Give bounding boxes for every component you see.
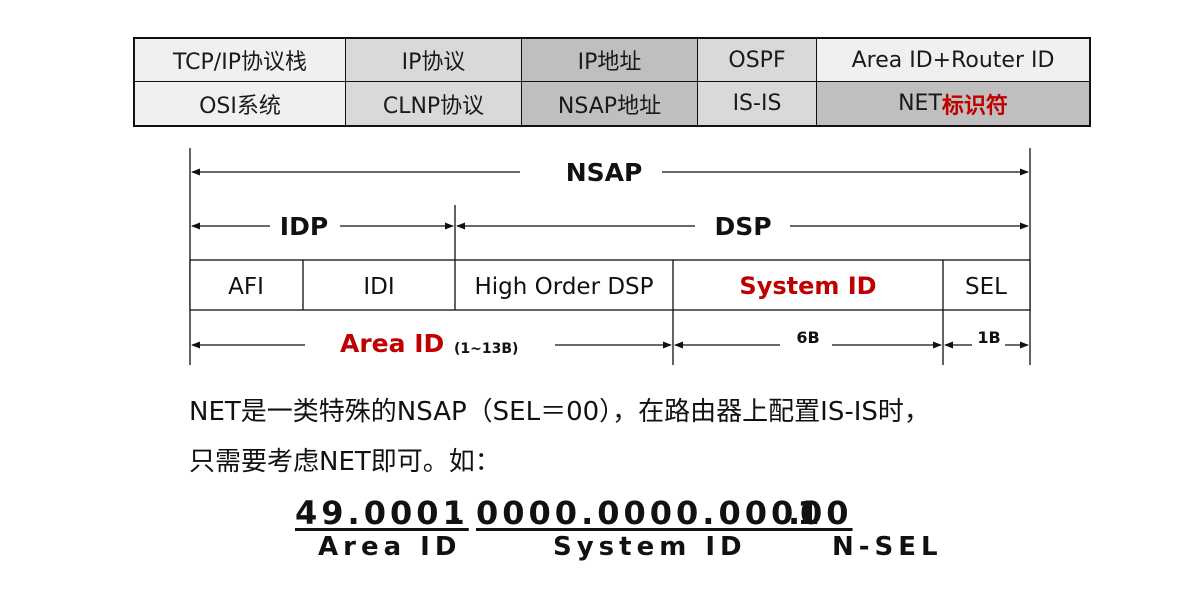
net-separator: . [450,494,463,532]
table-cell: IP协议 [346,39,522,82]
field-sel: SEL [965,274,1007,300]
field-boxes: AFI IDI High Order DSP System ID SEL [189,259,1031,311]
net-area-value: 49.0001 [295,494,469,532]
area-id-caption: Area ID [318,532,462,562]
net-suffix: 标识符 [941,93,1008,119]
net-sel-value: 00 [800,494,853,532]
nsap-span-arrow: NSAP [191,158,1029,187]
area-id-size: (1~13B) [454,341,518,357]
table-cell: NSAP地址 [522,82,698,125]
net-system-value: 0000.0000.0001 [476,494,824,532]
system-id-caption: System ID [553,532,747,562]
field-afi: AFI [228,274,264,300]
system-id-size: 6B [796,328,819,347]
field-high-order-dsp: High Order DSP [474,274,653,300]
table-cell: IS-IS [698,82,817,125]
sel-size: 1B [977,328,1000,347]
table-cell: Area ID+Router ID [817,39,1089,82]
description-line-1: NET是一类特殊的NSAP（SEL＝00），在路由器上配置IS-IS时， [189,397,930,427]
table-cell: OSI系统 [135,82,346,125]
table-cell: TCP/IP协议栈 [135,39,346,82]
system-id-span-arrow: 6B [674,328,942,349]
idp-span-arrow: IDP [191,212,454,241]
area-id-span-arrow: Area ID (1~13B) [191,329,672,358]
field-system-id: System ID [739,272,876,300]
table-cell: OSPF [698,39,817,82]
net-separator: . [788,494,801,532]
dsp-span-arrow: DSP [456,212,1029,241]
net-label: NET [898,91,942,116]
n-sel-caption: N-SEL [832,532,943,562]
dsp-label: DSP [714,212,771,241]
area-id-label: Area ID [340,329,444,358]
field-idi: IDI [363,274,394,300]
description-line-2: 只需要考虑NET即可。如： [189,447,501,477]
net-example: 49.0001 . 0000.0000.0001 . 00 Area ID Sy… [0,494,1201,574]
boundary-lines [189,148,1031,365]
idp-label: IDP [280,212,328,241]
sel-span-arrow: 1B [944,328,1029,349]
nsap-label: NSAP [566,158,643,187]
table-cell: IP地址 [522,39,698,82]
table-cell: CLNP协议 [346,82,522,125]
comparison-table: TCP/IP协议栈 IP协议 IP地址 OSPF Area ID+Router … [133,37,1091,127]
